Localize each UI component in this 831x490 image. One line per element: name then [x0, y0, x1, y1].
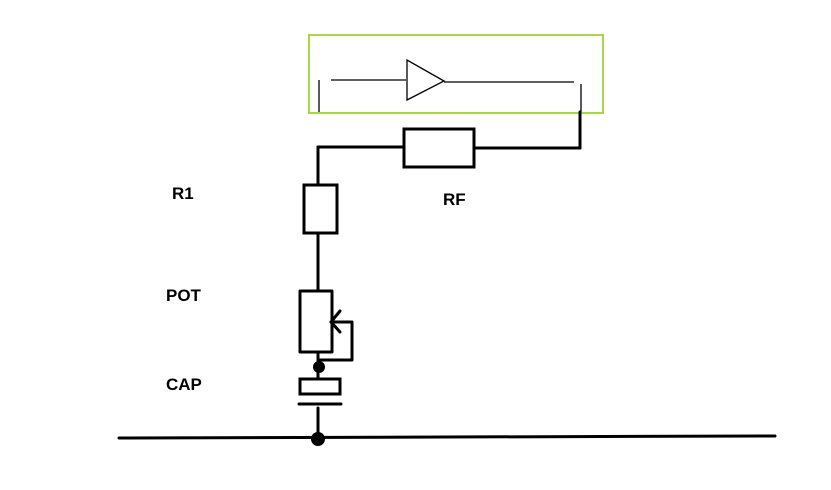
amplifier-highlight-box	[308, 34, 604, 114]
r1-label: R1	[172, 184, 194, 203]
r1-resistor	[302, 183, 339, 235]
amplifier-triangle	[406, 58, 446, 102]
pot-label: POT	[166, 286, 202, 305]
potentiometer	[298, 289, 354, 362]
feedback-wire	[316, 110, 582, 150]
capacitor	[297, 370, 343, 406]
cap-label: CAP	[166, 375, 202, 394]
rf-resistor	[402, 127, 476, 169]
pot-node-dot	[313, 361, 325, 373]
rf-label: RF	[443, 190, 466, 209]
ground-rail	[117, 434, 777, 440]
ground-node-dot	[311, 432, 325, 446]
amplifier-signal-path	[318, 79, 582, 112]
